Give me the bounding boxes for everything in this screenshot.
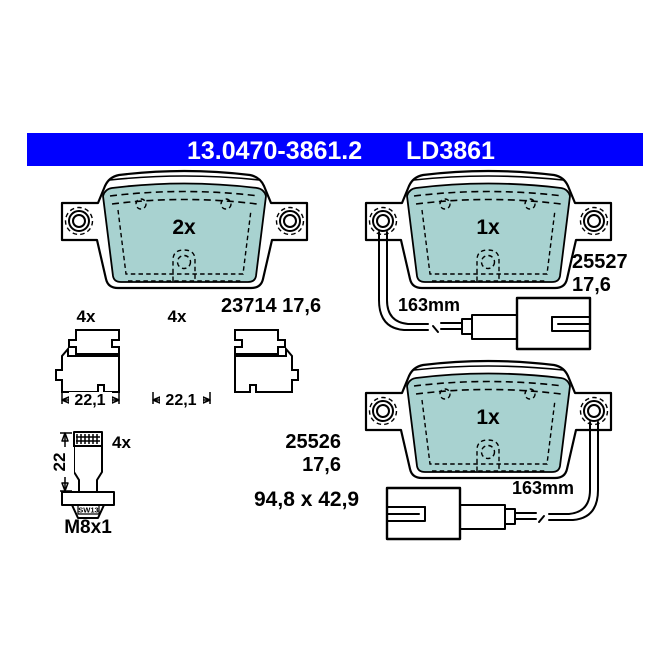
sensor-pad-lower-wire-strand-1 <box>548 421 599 521</box>
header-banner: 13.0470-3861.2 LD3861 <box>27 133 643 166</box>
sensor-pad-upper-wire-break <box>432 325 439 333</box>
sensor-pad-upper-caption-line2: 17,6 <box>572 274 611 296</box>
main-pad-caption: 23714 17,6 <box>221 295 321 317</box>
sensor-pad-lower-wear-sensor: 163mm <box>385 421 599 541</box>
guide-bolt-quantity: 4x <box>112 433 131 452</box>
sensor-pad-lower-chamfer-line-2 <box>415 388 562 395</box>
sensor-pad-upper-rivet-hole-left <box>439 198 451 210</box>
sensor-pad-upper-connector-terminals <box>551 316 591 332</box>
sensor-pad-upper-caption-line1: 25527 <box>572 251 628 273</box>
sensor-pad-lower: 1x 25526 17,6 163mm <box>285 359 613 541</box>
header-reference-code: LD3861 <box>406 137 495 165</box>
main-pad-quantity-label: 2x <box>172 216 196 239</box>
main-pad-rivet-hole-right <box>220 198 232 210</box>
sensor-pad-upper-ear-hole-left <box>368 206 398 236</box>
sensor-pad-upper-wire-lead <box>440 322 463 330</box>
sensor-pad-upper: 1x 25527 17,6 163mm <box>364 169 628 351</box>
guide-bolt-thread-spec: M8x1 <box>64 517 112 538</box>
header-banner-background <box>27 133 643 166</box>
main-pad-ear-hole-left <box>64 206 94 236</box>
retaining-clip-right-quantity: 4x <box>168 307 187 326</box>
guide-bolt-length: 22 <box>50 453 69 472</box>
sensor-pad-upper-rivet-hole-right <box>524 198 536 210</box>
sensor-pad-upper-chamfer-line-1 <box>413 190 564 197</box>
sensor-pad-lower-caption-line1: 25526 <box>285 431 341 453</box>
guide-bolt-flange <box>61 491 115 506</box>
sensor-pad-lower-rivet-hole-left <box>439 388 451 400</box>
retaining-clip-left-body <box>55 346 120 393</box>
sensor-pad-upper-wire-strand-2 <box>386 231 429 325</box>
sensor-pad-lower-length-label: 163mm <box>512 478 574 498</box>
sensor-pad-lower-retaining-tab <box>432 439 545 472</box>
main-pad-chamfer-line-2 <box>111 198 258 205</box>
retaining-clip-right-width: 22,1 <box>165 392 196 409</box>
sensor-pad-lower-friction-material <box>406 372 571 473</box>
guide-bolt-knurling <box>76 434 100 444</box>
main-pad-top-band <box>109 175 260 181</box>
main-pad-friction-material <box>102 182 267 283</box>
sensor-pad-lower-chamfer-line-1 <box>413 380 564 387</box>
main-pad-rivet-hole-left <box>135 198 147 210</box>
sensor-pad-lower-connector-terminals <box>386 506 426 522</box>
sensor-pad-upper-quantity-label: 1x <box>476 216 500 239</box>
sensor-pad-upper-inner-outline <box>421 209 556 275</box>
guide-bolt-wrench-badge <box>77 504 100 515</box>
sensor-pad-lower-caption-line2: 17,6 <box>302 454 341 476</box>
guide-bolt: SW13 22 4x M8x1 <box>50 431 131 538</box>
retaining-clip-left: 4x 22,1 <box>55 307 120 409</box>
retaining-clip-right-dimension: 22,1 <box>152 392 211 409</box>
sensor-pad-upper-ear-hole-right <box>579 206 609 236</box>
main-pad-ear-hole-right <box>275 206 305 236</box>
retaining-clip-right-body <box>234 346 299 393</box>
sensor-pad-upper-chamfer-line-2 <box>415 198 562 205</box>
retaining-clip-left-width: 22,1 <box>74 392 105 409</box>
overall-dimensions-label: 94,8 x 42,9 <box>254 488 359 511</box>
sensor-pad-upper-retaining-tab <box>432 249 545 282</box>
sensor-pad-lower-wire-lead <box>514 512 537 520</box>
guide-bolt-length-dimension: 22 <box>50 432 74 492</box>
retaining-clip-left-dimension: 22,1 <box>61 392 120 409</box>
retaining-clip-right: 4x 22,1 <box>152 307 299 409</box>
sensor-pad-lower-rivet-hole-right <box>524 388 536 400</box>
retaining-clip-left-quantity: 4x <box>77 307 96 326</box>
sensor-pad-lower-wire-strand-2 <box>548 421 591 515</box>
retaining-clip-left-spring <box>68 329 120 355</box>
sensor-pad-upper-top-band <box>413 175 564 181</box>
header-part-number: 13.0470-3861.2 <box>187 137 362 165</box>
sensor-pad-lower-ear-hole-left <box>368 396 398 426</box>
sensor-pad-upper-length-label: 163mm <box>398 295 460 315</box>
sensor-pad-upper-friction-material <box>406 182 571 283</box>
sensor-pad-upper-wear-sensor: 163mm <box>378 231 592 351</box>
sensor-pad-lower-inner-outline <box>421 399 556 465</box>
main-pad-inner-outline <box>117 209 252 275</box>
guide-bolt-wrench-size: SW13 <box>78 506 98 515</box>
sensor-pad-lower-top-band <box>413 365 564 371</box>
sensor-pad-lower-quantity-label: 1x <box>476 406 500 429</box>
main-pad-retaining-tab <box>128 249 241 282</box>
sensor-pad-lower-wire-break <box>538 515 545 523</box>
main-brake-pad: 2x 23714 17,6 <box>60 169 321 317</box>
sensor-pad-lower-ear-hole-right <box>579 396 609 426</box>
sensor-pad-upper-wire-strand-1 <box>378 231 429 331</box>
main-pad-chamfer-line-1 <box>109 190 260 197</box>
retaining-clip-right-spring <box>234 329 286 355</box>
